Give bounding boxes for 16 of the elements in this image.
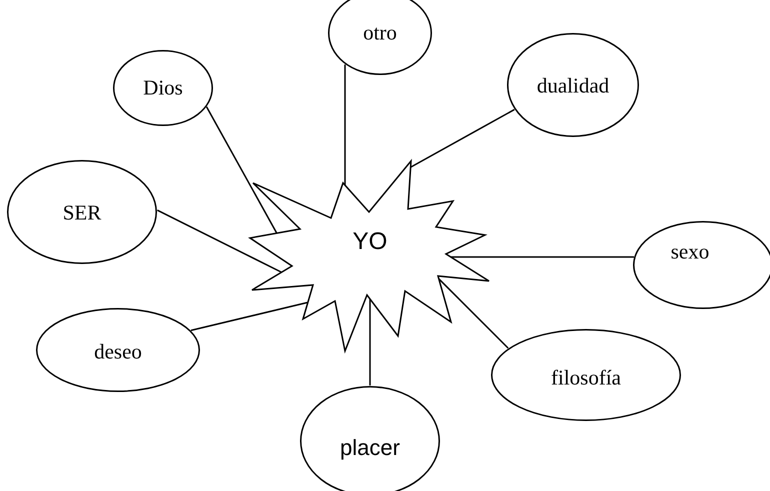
connector-line [156, 209, 282, 273]
connector-line [451, 256, 634, 258]
node-label: dualidad [536, 74, 610, 98]
connector-line [206, 106, 278, 234]
node-label: placer [340, 435, 400, 461]
connector-line [190, 302, 308, 332]
node-label: Dios [143, 76, 183, 100]
connector-line [410, 108, 515, 168]
connector-line [344, 64, 346, 185]
node-label: otro [363, 20, 397, 46]
node-label: YO [352, 228, 388, 256]
connector-line [369, 299, 371, 386]
node-label: deseo [94, 340, 142, 364]
node-label: sexo [670, 240, 710, 264]
node-label: SER [62, 200, 102, 226]
node-label: filosofía [551, 366, 621, 390]
